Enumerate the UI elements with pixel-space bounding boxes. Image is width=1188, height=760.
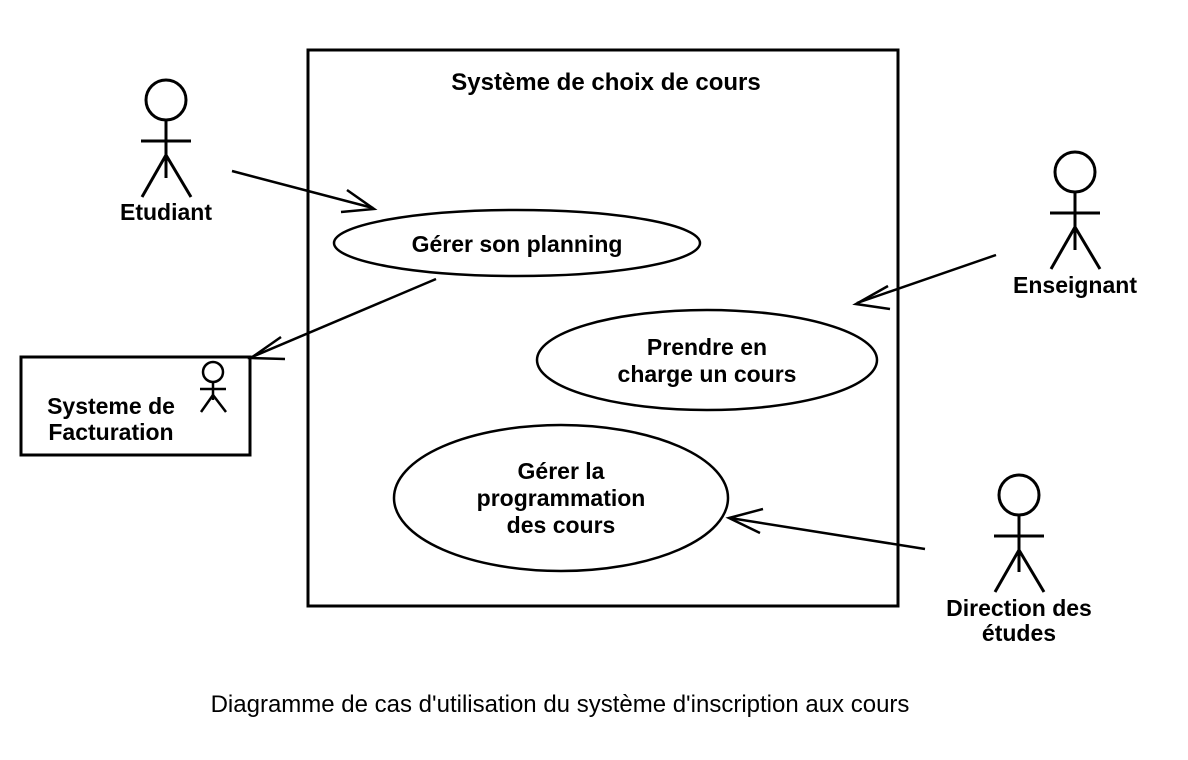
actor-direction-des-etudes[interactable]: Direction des études — [946, 473, 1092, 646]
actor-direction-des-etudes-label-line1: Direction des — [946, 595, 1092, 621]
external-system-systeme-de-facturation[interactable]: Systeme de Facturation — [19, 355, 252, 457]
system-boundary-title: Système de choix de cours — [451, 69, 760, 96]
use-case-prendre-en-charge-un-cours-ellipse[interactable] — [535, 308, 879, 412]
actor-etudiant[interactable]: Etudiant — [120, 78, 212, 225]
association-etudiant-to-gerer-son-planning — [231, 169, 378, 214]
external-system-box — [19, 355, 252, 457]
stick-figure-actor-icon — [1049, 150, 1102, 270]
actor-enseignant[interactable]: Enseignant — [1013, 150, 1137, 298]
open-arrowhead-icon — [247, 335, 286, 361]
actor-etudiant-label: Etudiant — [120, 199, 212, 225]
stick-figure-actor-icon — [140, 78, 193, 198]
use-case-gerer-la-programmation-des-cours-label-line2: programmation — [477, 485, 646, 511]
use-case-gerer-la-programmation-des-cours-label-line3: des cours — [507, 512, 616, 538]
use-case-gerer-son-planning-ellipse[interactable] — [332, 208, 702, 278]
use-case-prendre-en-charge-un-cours-label-line1: Prendre en — [647, 334, 767, 360]
external-system-label-line1: Systeme de — [47, 393, 175, 419]
association-enseignant-to-prendre-en-charge — [852, 253, 997, 311]
open-arrowhead-icon — [725, 507, 764, 535]
use-case-gerer-son-planning-label: Gérer son planning — [412, 231, 623, 257]
stick-figure-actor-icon — [199, 360, 227, 413]
use-case-prendre-en-charge-un-cours-label-line2: charge un cours — [618, 361, 797, 387]
actor-enseignant-label: Enseignant — [1013, 272, 1137, 298]
association-direction-to-gerer-la-programmation — [725, 507, 926, 551]
open-arrowhead-icon — [852, 284, 891, 311]
actor-direction-des-etudes-label-line2: études — [982, 620, 1056, 646]
external-system-label-line2: Facturation — [48, 419, 173, 445]
use-case-gerer-la-programmation-des-cours-label-line1: Gérer la — [518, 458, 605, 484]
diagram-caption: Diagramme de cas d'utilisation du systèm… — [211, 691, 910, 718]
open-arrowhead-icon — [340, 188, 378, 214]
use-case-gerer-la-programmation-des-cours-ellipse[interactable] — [392, 423, 730, 573]
stick-figure-actor-icon — [993, 473, 1046, 593]
association-gerer-son-planning-to-facturation — [247, 277, 437, 361]
